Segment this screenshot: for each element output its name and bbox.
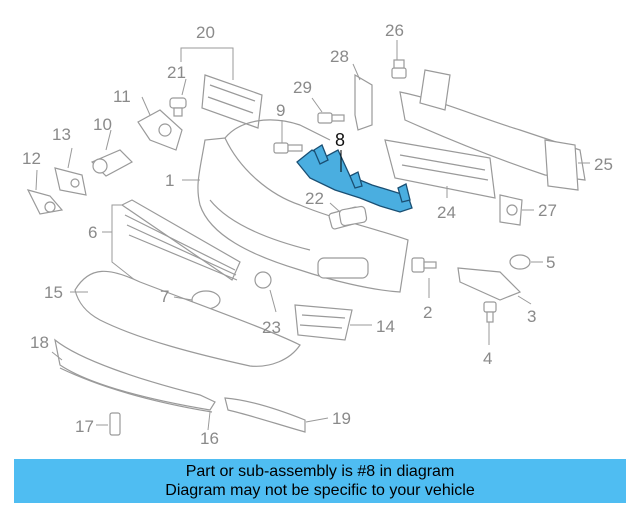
callout-2: 2	[423, 303, 432, 322]
callout-16: 16	[200, 429, 219, 448]
part-17-clip	[109, 412, 121, 436]
callout-24: 24	[437, 203, 456, 222]
part-10-sensor	[90, 149, 133, 177]
part-13-bracket	[54, 167, 87, 196]
callout-labels: 20 21 11 10 13 12 1 6 7 15 18 17 16 19 2…	[22, 21, 613, 448]
callout-27: 27	[538, 201, 557, 220]
banner-line-1: Part or sub-assembly is #8 in diagram	[185, 463, 455, 480]
part-25-reinforcement	[399, 69, 586, 191]
callout-11: 11	[113, 87, 131, 106]
callout-4: 4	[483, 349, 492, 368]
part-22-tow-cover	[338, 205, 368, 227]
callout-9: 9	[276, 101, 285, 120]
banner-line-2: Diagram may not be specific to your vehi…	[165, 482, 475, 499]
callout-22: 22	[305, 189, 324, 208]
part-5-clip	[509, 254, 531, 270]
callout-10: 10	[93, 115, 112, 134]
callout-23: 23	[262, 318, 281, 337]
part-11-sensor-holder	[137, 109, 183, 151]
part-9-screw	[273, 142, 303, 154]
part-27-bracket	[499, 194, 523, 226]
part-14-fog-grille	[294, 304, 353, 341]
leader-lines	[35, 40, 590, 431]
callout-15: 15	[44, 283, 63, 302]
part-20-license-bracket	[180, 47, 263, 129]
part-4-screw	[483, 301, 497, 323]
callout-13: 13	[52, 125, 71, 144]
part-26-bolt	[391, 59, 407, 79]
callout-25: 25	[594, 155, 613, 174]
callout-17: 17	[75, 417, 94, 436]
part-8-carrier-highlighted	[296, 144, 413, 213]
part-24-absorber	[384, 139, 496, 199]
part-2-bolt	[411, 257, 437, 273]
part-23-tow-hook	[254, 271, 277, 313]
part-15-lower-cover	[74, 270, 301, 367]
part-12-sensor	[26, 189, 64, 215]
part-18-spoiler	[54, 338, 216, 411]
part-28-bracket	[354, 73, 373, 131]
callout-21: 21	[167, 63, 186, 82]
callout-18: 18	[30, 333, 49, 352]
callout-20: 20	[196, 23, 215, 42]
callout-12: 12	[22, 149, 41, 168]
callout-7: 7	[160, 287, 169, 306]
callout-6: 6	[88, 223, 97, 242]
callout-8-highlighted: 8	[335, 130, 345, 150]
callout-14: 14	[376, 317, 395, 336]
part-21-screw	[169, 97, 187, 117]
callout-3: 3	[527, 307, 536, 326]
callout-28: 28	[330, 47, 349, 66]
part-3-side-bracket	[457, 267, 522, 301]
part-19-fog-trim	[224, 397, 306, 433]
callout-19: 19	[332, 409, 351, 428]
callout-29: 29	[293, 78, 312, 97]
callout-26: 26	[385, 21, 404, 40]
callout-5: 5	[546, 253, 555, 272]
part-6-grille	[102, 199, 241, 293]
info-banner: Part or sub-assembly is #8 in diagram Di…	[14, 459, 626, 503]
part-29-screw	[317, 112, 345, 124]
callout-1: 1	[165, 171, 174, 190]
part-16-lip	[59, 367, 213, 413]
